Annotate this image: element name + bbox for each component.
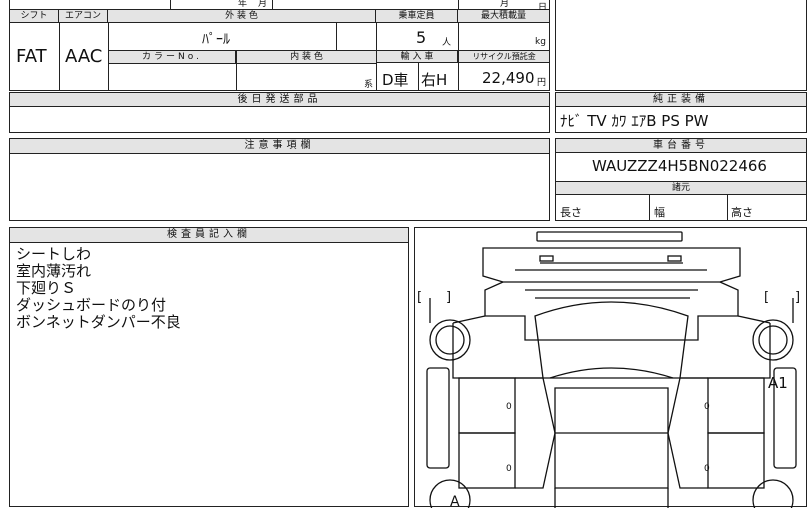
spec-height: 高さ xyxy=(731,206,753,219)
top-right-box xyxy=(555,0,807,91)
maxload-unit: kg xyxy=(535,37,546,47)
recycle-unit: 円 xyxy=(537,78,547,88)
diagram-bracket-left-open: [ xyxy=(417,290,423,305)
capacity-label: 乗車定員 xyxy=(376,10,458,23)
diagram-mark-a1: A1 xyxy=(768,374,788,392)
maxload-label: 最大積載量 xyxy=(458,10,549,23)
equipment-title: 純正装備 xyxy=(556,93,806,107)
import-label: 輸 入 車 xyxy=(377,51,458,63)
aircon-label: エアコン xyxy=(59,10,108,23)
import-value-2: 右H xyxy=(421,71,448,89)
diagram-o-mark: 0 xyxy=(506,464,512,474)
diagram-mark-a: A xyxy=(450,494,460,510)
month-char: 月 xyxy=(258,0,268,9)
inspector-title: 検査員記入欄 xyxy=(10,228,408,243)
colorno-label: カラーNo. xyxy=(109,51,236,64)
shift-label: シフト xyxy=(10,10,59,23)
year-char: 年 xyxy=(238,0,248,9)
car-diagram xyxy=(426,231,797,508)
inspector-line: ボンネットダンパー不良 xyxy=(16,313,181,331)
diagram-o-mark: 0 xyxy=(704,464,710,474)
exterior-value: ﾊﾟｰﾙ xyxy=(202,32,230,48)
equipment-value: ﾅﾋﾞ TV ｶﾜ ｴｱB PS PW xyxy=(560,112,709,130)
capacity-value: 5 xyxy=(416,28,427,47)
inspector-line: シートしわ xyxy=(16,245,92,263)
inspector-line: 下廻りＳ xyxy=(16,279,77,297)
diagram-bracket-right-open: [ xyxy=(764,290,770,305)
parts-box: 後日発送部品 xyxy=(9,92,550,133)
specs-title: 諸元 xyxy=(556,182,806,195)
shift-value: FAT xyxy=(16,46,47,67)
diagram-o-mark: 0 xyxy=(704,402,710,412)
spec-length: 長さ xyxy=(560,206,582,219)
interior-label: 内 装 色 xyxy=(237,51,376,64)
inspector-line: 室内薄汚れ xyxy=(16,262,92,280)
day-char: 日 xyxy=(538,3,548,13)
diagram-bracket-left-close: ] xyxy=(446,290,452,305)
aircon-value: AAC xyxy=(65,46,103,67)
chassis-title: 車台番号 xyxy=(556,139,806,153)
inspector-line: ダッシュボードのり付 xyxy=(16,296,167,314)
spec-table: 年 月 月 日 シフト エアコン 外 装 色 乗車定員 最大積載量 FAT AA… xyxy=(9,0,550,91)
parts-title: 後日発送部品 xyxy=(10,93,549,107)
diagram-o-mark: 0 xyxy=(506,402,512,412)
exterior-label: 外 装 色 xyxy=(108,10,376,23)
car-diagram-box: [ ] [ ] A1 A 0 0 0 0 xyxy=(414,227,807,510)
month-char-2: 月 xyxy=(500,0,510,9)
capacity-unit: 人 xyxy=(442,38,452,48)
notes-box: 注意事項欄 xyxy=(9,138,550,221)
inspector-box: 検査員記入欄 シートしわ 室内薄汚れ 下廻りＳ ダッシュボードのり付 ボンネット… xyxy=(9,227,409,507)
chassis-box: 車台番号 WAUZZZ4H5BN022466 諸元 長さ 幅 高さ xyxy=(555,138,807,221)
diagram-bracket-right-close: ] xyxy=(795,290,801,305)
import-value-1: D車 xyxy=(382,71,409,89)
chassis-value: WAUZZZ4H5BN022466 xyxy=(592,157,767,175)
recycle-value: 22,490 xyxy=(482,69,535,87)
recycle-label: リサイクル預託金 xyxy=(459,51,549,63)
notes-title: 注意事項欄 xyxy=(10,139,549,154)
spec-width: 幅 xyxy=(654,206,665,219)
interior-suffix: 系 xyxy=(364,80,374,90)
equipment-box: 純正装備 ﾅﾋﾞ TV ｶﾜ ｴｱB PS PW xyxy=(555,92,807,133)
